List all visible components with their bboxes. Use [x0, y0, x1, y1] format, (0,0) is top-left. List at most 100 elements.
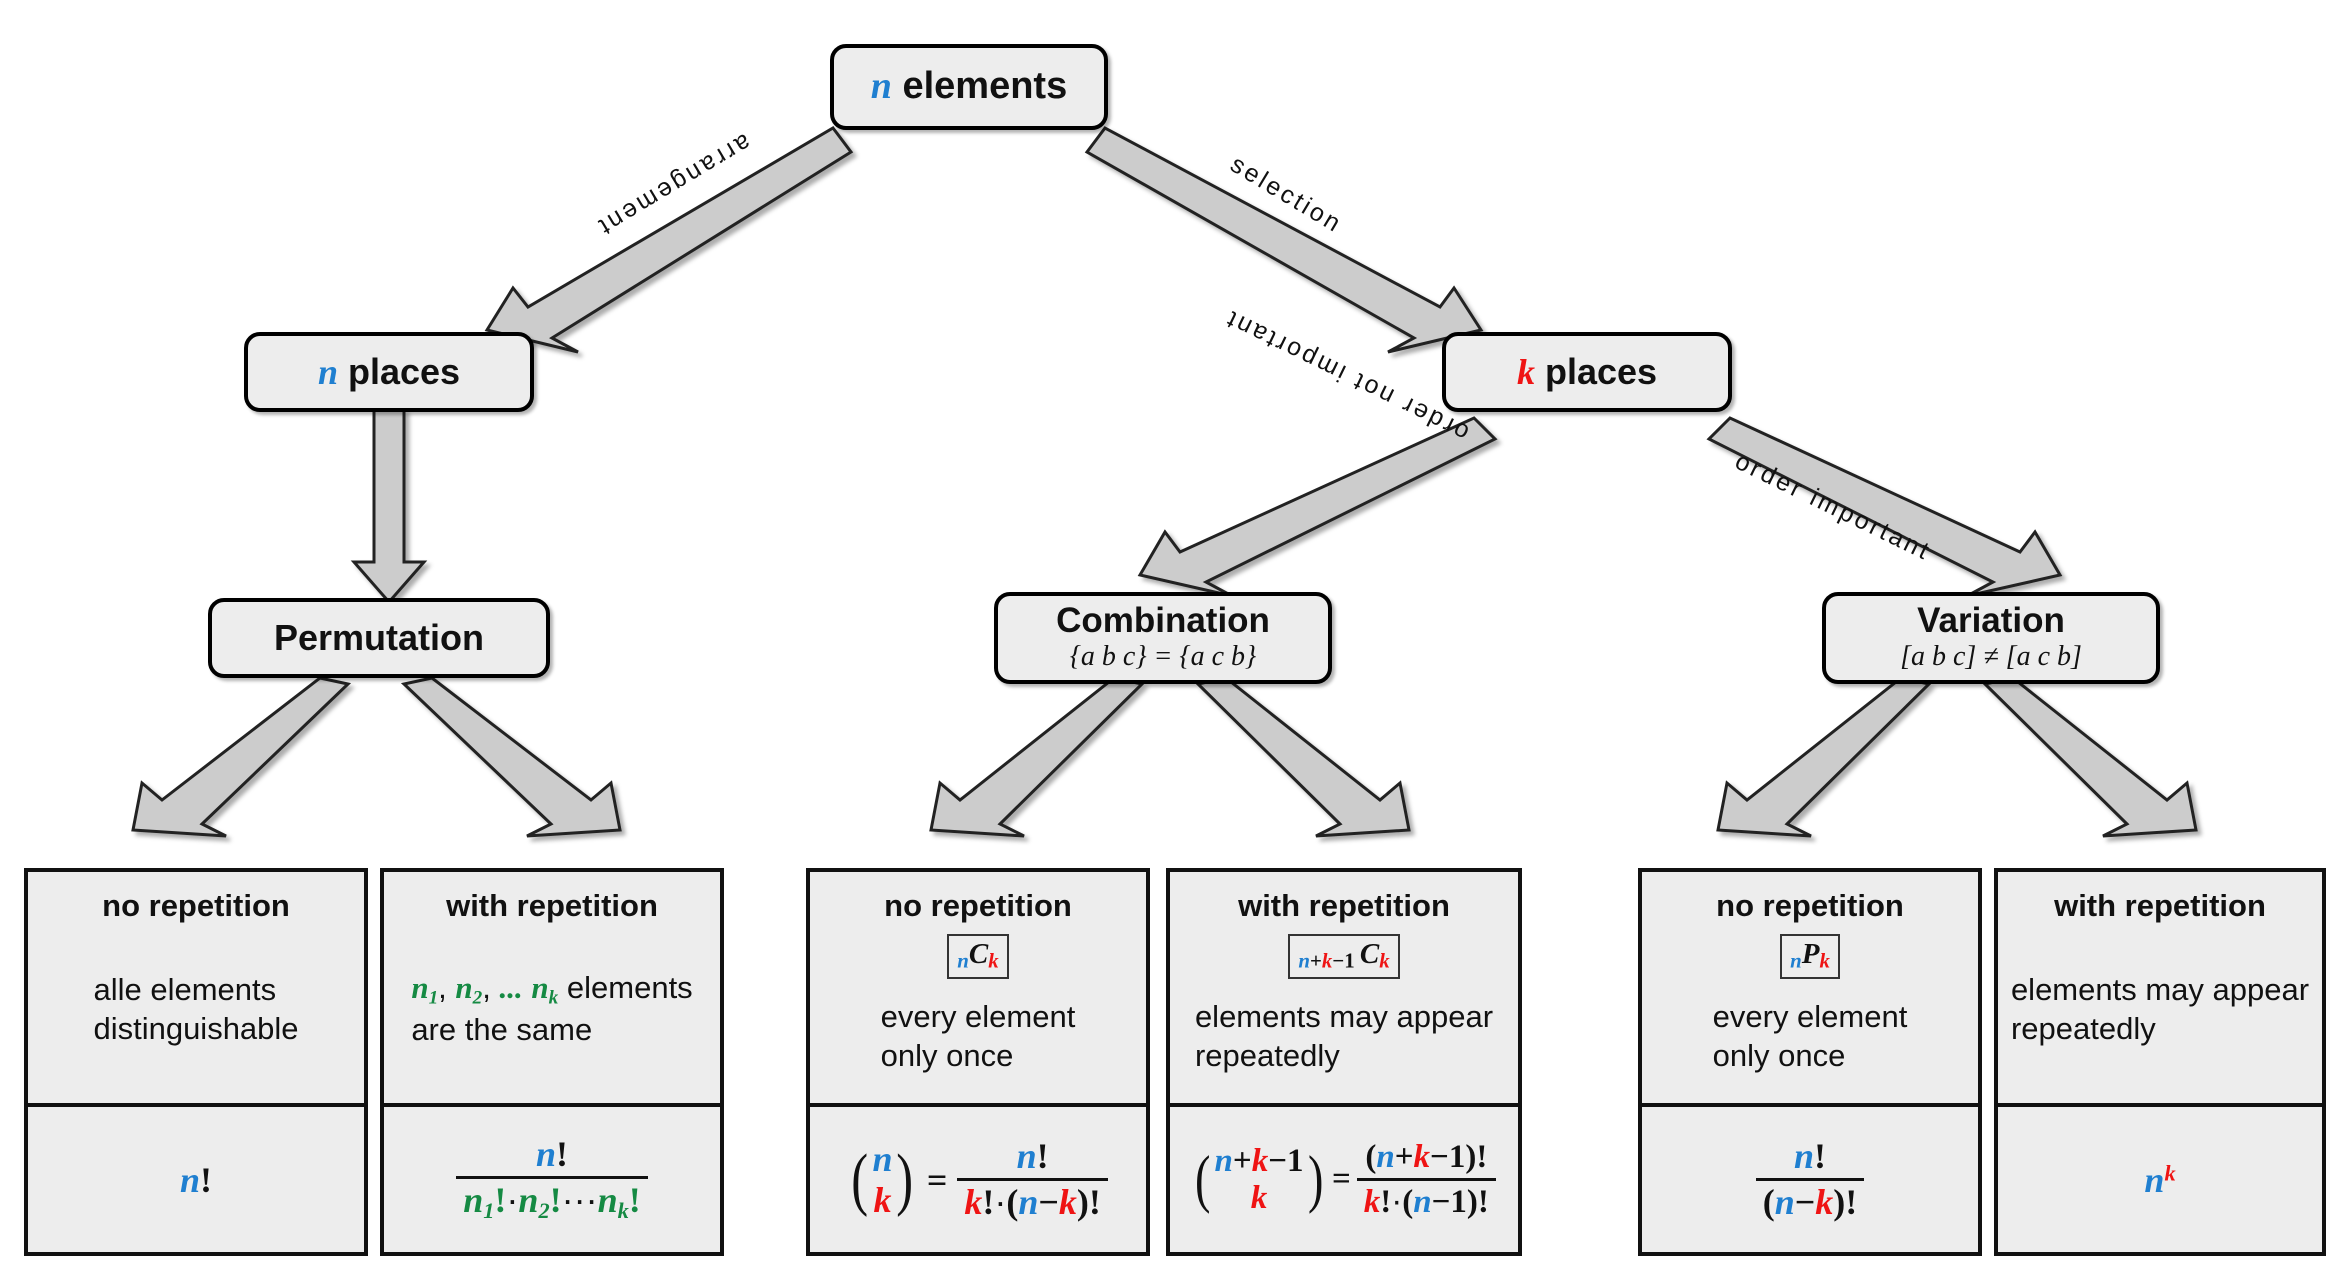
card-top: no repetition nCk every element only onc… — [810, 872, 1146, 1103]
card-header: with repetition — [2054, 888, 2266, 923]
card-top: with repetition elements may appear repe… — [1998, 872, 2322, 1103]
card-divider — [810, 1103, 1146, 1107]
formula-variation-no-rep: n! (n−k)! — [1755, 1136, 1865, 1222]
factorial: ! — [200, 1159, 213, 1200]
card-variation-with-repetition[interactable]: with repetition elements may appear repe… — [1994, 868, 2326, 1256]
arrow-root-to-n-places — [484, 126, 854, 354]
card-description: n1, n2, ... nk elements are the same — [411, 969, 692, 1049]
card-divider — [384, 1103, 720, 1107]
edge-label-arrangement: arrangement — [591, 127, 756, 243]
fraction: (n+k−1)! k!·(n−1)! — [1356, 1138, 1496, 1220]
desc-line-1: elements may appear — [2010, 971, 2310, 1007]
card-divider — [1170, 1103, 1518, 1107]
node-root-n-elements[interactable]: n elements — [830, 44, 1108, 130]
node-variation[interactable]: Variation [a b c] ≠ [a c b] — [1822, 592, 2160, 684]
arrow-root-to-k-places — [1084, 126, 1484, 354]
var-n2: n2 — [455, 970, 483, 1009]
binomial-coefficient: ( n+k−1 k ) — [1195, 1143, 1323, 1216]
fraction: n! n1!·n2!···nk! — [456, 1135, 648, 1223]
card-divider — [1998, 1103, 2322, 1107]
node-root-label: elements — [902, 65, 1068, 108]
node-n-places-text: n places — [317, 350, 461, 392]
node-n-places-label: places — [347, 350, 461, 392]
notation-tag-nCk: nCk — [947, 934, 1009, 979]
node-combination[interactable]: Combination {a b c} = {a c b} — [994, 592, 1332, 684]
node-n-places[interactable]: n places — [244, 332, 534, 412]
desc-line-2: repeatedly — [2010, 1010, 2156, 1046]
var-k: k — [1321, 948, 1333, 973]
card-divider — [28, 1103, 364, 1107]
desc-line-2: only once — [1712, 1037, 1846, 1073]
symbol-P: P — [1801, 938, 1820, 970]
fraction: n! k!·(n−k)! — [957, 1137, 1108, 1222]
card-formula: ( n k ) = n! k!·(n−k)! — [810, 1107, 1146, 1252]
comma: , — [482, 970, 491, 1006]
desc-line-1: every element — [880, 999, 1076, 1035]
var-n1: n1 — [411, 970, 439, 1009]
node-combination-sub: {a b c} = {a c b} — [1069, 640, 1257, 672]
var-n: n — [317, 351, 338, 392]
equals-sign: = — [1331, 1161, 1351, 1197]
formula-combination-with-rep: ( n+k−1 k ) = (n+k−1)! k!·(n−1)! — [1192, 1138, 1496, 1220]
symbol-C: C — [1359, 938, 1380, 970]
desc-line-1: n1, n2, ... nk elements — [411, 969, 692, 1010]
binomial-coefficient: ( n k ) — [851, 1139, 914, 1220]
node-k-places-text: k places — [1517, 352, 1657, 392]
var-n: n — [1298, 948, 1310, 973]
card-permutation-no-repetition[interactable]: no repetition alle elements distinguisha… — [24, 868, 368, 1256]
card-formula: n! — [28, 1107, 364, 1252]
var-k: k — [988, 948, 999, 973]
numerator: n! — [535, 1134, 569, 1175]
card-variation-no-repetition[interactable]: no repetition nPk every element only onc… — [1638, 868, 1982, 1256]
card-top: no repetition nPk every element only onc… — [1642, 872, 1978, 1103]
node-k-places[interactable]: k places — [1442, 332, 1732, 412]
card-header: no repetition — [884, 888, 1072, 923]
desc-line-1: every element — [1712, 999, 1908, 1035]
desc-line-2: are the same — [411, 1011, 593, 1047]
denominator: k!·(n−k)! — [957, 1178, 1108, 1222]
desc-line-1: alle elements — [93, 971, 277, 1007]
arrow-k-places-to-combination — [1137, 416, 1498, 598]
numerator: n! — [1793, 1136, 1826, 1177]
var-n: n — [957, 948, 969, 973]
node-permutation[interactable]: Permutation — [208, 598, 550, 678]
arrow-k-places-to-variation — [1706, 416, 2063, 598]
arrow-permutation-to-card1 — [131, 676, 352, 838]
card-description: every element only once — [881, 998, 1076, 1076]
node-variation-title: Variation — [1917, 601, 2065, 641]
comma: , — [438, 970, 447, 1006]
card-header: no repetition — [1716, 888, 1904, 923]
power-n-k: nk — [2144, 1159, 2176, 1200]
var-n: n — [1790, 948, 1802, 973]
desc-line-1: elements may appear — [1194, 999, 1494, 1035]
card-description: elements may appear repeatedly — [2011, 971, 2309, 1049]
node-permutation-title: Permutation — [273, 617, 485, 659]
card-top: with repetition n+k−1 Ck elements may ap… — [1170, 872, 1518, 1103]
card-permutation-with-repetition[interactable]: with repetition n1, n2, ... nk elements … — [380, 868, 724, 1256]
denominator: n1!·n2!···nk! — [456, 1176, 648, 1223]
arrow-variation-to-card5 — [1716, 676, 1933, 838]
desc-line-2: repeatedly — [1194, 1037, 1340, 1073]
arrow-permutation-to-card2 — [400, 676, 622, 838]
card-formula: n! (n−k)! — [1642, 1107, 1978, 1252]
card-formula: nk — [1998, 1107, 2322, 1252]
node-variation-sub: [a b c] ≠ [a c b] — [1900, 640, 2082, 672]
arrow-combination-to-card4 — [1194, 676, 1411, 838]
formula-variation-with-rep: nk — [2144, 1159, 2175, 1201]
node-root-text: n elements — [871, 65, 1068, 108]
card-combination-no-repetition[interactable]: no repetition nCk every element only onc… — [806, 868, 1150, 1256]
equals-sign: = — [926, 1159, 948, 1200]
var-n: n — [179, 1159, 201, 1200]
formula-permutation-no-rep: n! — [180, 1159, 212, 1201]
arrow-combination-to-card3 — [929, 676, 1146, 838]
edge-label-order-not-important: order not important — [1219, 304, 1474, 447]
card-combination-with-repetition[interactable]: with repetition n+k−1 Ck elements may ap… — [1166, 868, 1522, 1256]
card-description: every element only once — [1713, 998, 1908, 1076]
arrow-n-places-to-permutation — [350, 408, 428, 605]
desc-line-2: only once — [880, 1037, 1014, 1073]
card-header: no repetition — [102, 888, 290, 923]
node-combination-title: Combination — [1056, 601, 1270, 641]
arrow-variation-to-card6 — [1981, 676, 2198, 838]
formula-permutation-with-rep: n! n1!·n2!···nk! — [456, 1135, 648, 1223]
